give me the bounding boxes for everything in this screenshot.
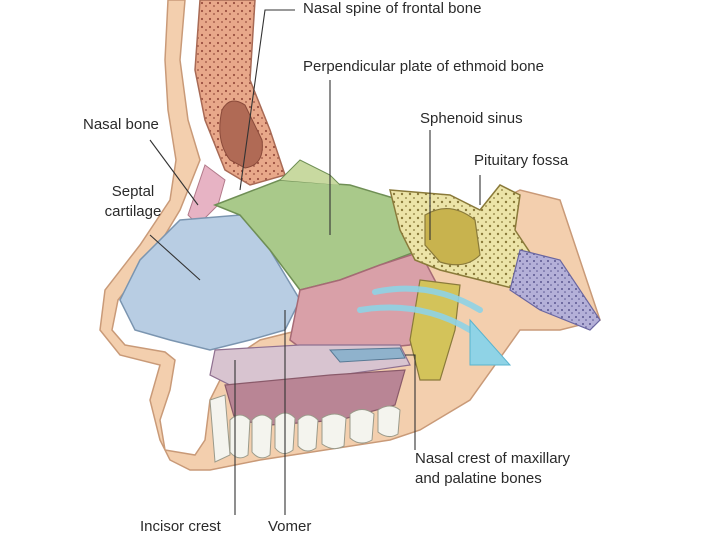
leader-nasal-spine — [239, 9, 295, 191]
label-perpendicular-plate: Perpendicular plate of ethmoid bone — [303, 58, 544, 75]
label-sphenoid-sinus: Sphenoid sinus — [420, 110, 523, 127]
leader-nasal-crest — [405, 354, 416, 450]
nasal-bone — [187, 164, 226, 226]
leader-septal-cartilage — [149, 234, 201, 281]
airflow-arrowhead — [469, 318, 512, 366]
label-pituitary-fossa: Pituitary fossa — [474, 152, 569, 169]
airflow-arrows — [357, 285, 483, 333]
frontal-sinus — [219, 100, 263, 169]
label-nasal-spine: Nasal spine of frontal bone — [303, 0, 482, 17]
leader-lines — [149, 9, 481, 515]
frontal-bone — [194, 0, 286, 186]
clivus — [509, 249, 601, 331]
nasal-crest-band — [328, 347, 406, 363]
label-nasal-bone: Nasal bone — [83, 116, 159, 133]
label-septal-cartilage-line1: Septal — [111, 183, 155, 200]
leader-nasal-bone — [149, 139, 199, 206]
sphenoid-sinus-cavity — [424, 208, 481, 266]
label-incisor-crest: Incisor crest — [140, 518, 221, 535]
pterygoid-process — [409, 279, 461, 381]
label-septal-cartilage-line2: cartilage — [104, 203, 162, 220]
label-nasal-crest-line1: Nasal crest of maxillary — [415, 450, 571, 467]
label-nasal-crest-line2: and palatine bones — [415, 470, 542, 487]
label-vomer: Vomer — [268, 518, 312, 535]
